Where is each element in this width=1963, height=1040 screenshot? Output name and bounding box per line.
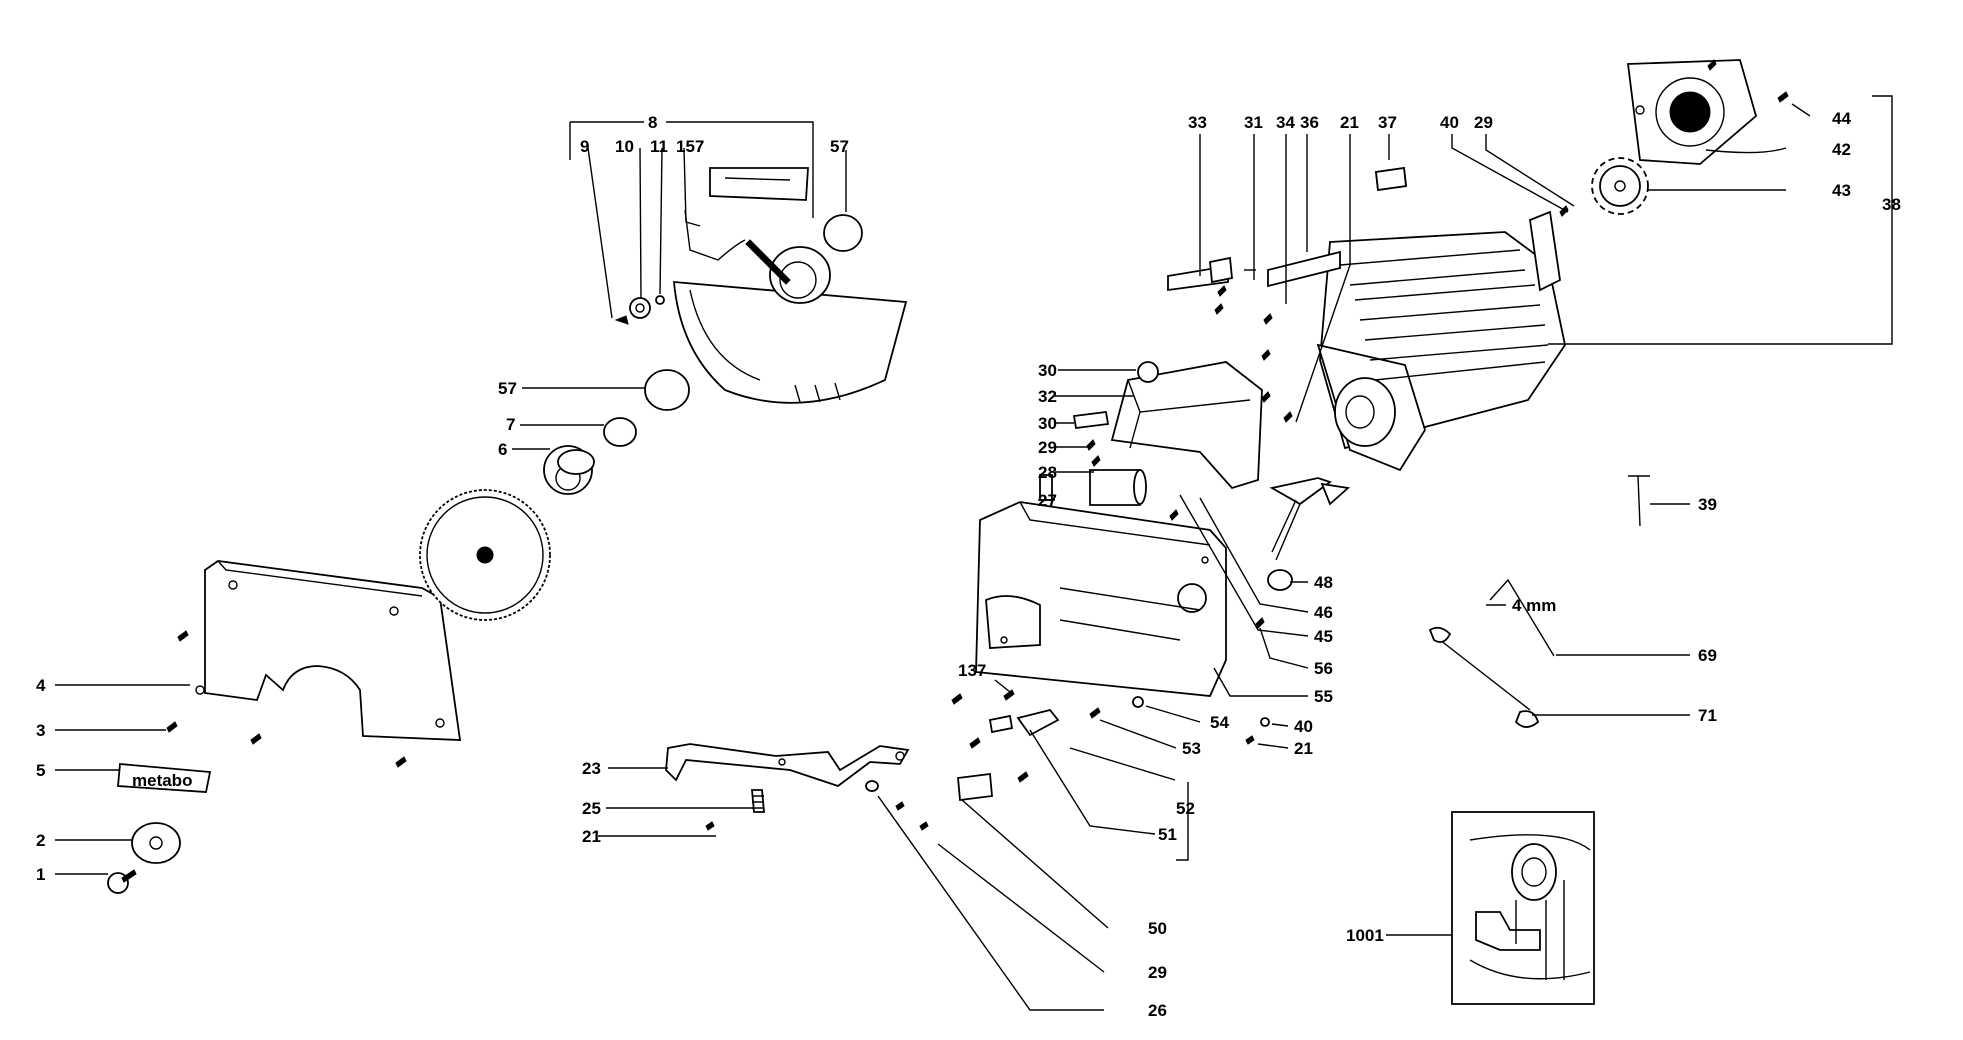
blade-bolt [107,869,137,894]
label-21-top: 21 [1340,113,1359,132]
label-48: 48 [1314,573,1333,592]
label-6: 6 [498,440,507,459]
fan [1591,157,1649,215]
label-40-low: 40 [1294,717,1313,736]
label-137: 137 [958,661,986,680]
label-1001: 1001 [1346,926,1384,945]
label-39: 39 [1698,495,1717,514]
motor [1316,210,1566,472]
label-11: 11 [650,137,668,156]
upper-blade-guard [673,167,908,404]
label-4: 4 [36,676,46,695]
label-57-mid: 57 [498,379,517,398]
lower-blade-guard [195,560,462,741]
label-69: 69 [1698,646,1717,665]
label-56: 56 [1314,659,1333,678]
spring [751,789,765,813]
label-38: 38 [1882,195,1901,214]
label-21-bottom: 21 [582,827,601,846]
label-7: 7 [506,415,515,434]
label-54: 54 [1210,713,1229,732]
cam [865,780,879,792]
label-51: 51 [1158,825,1177,844]
label-55: 55 [1314,687,1333,706]
label-53: 53 [1182,739,1201,758]
leader-lines [55,95,1893,1011]
label-37: 37 [1378,113,1397,132]
label-25: 25 [582,799,601,818]
brand-label: metabo [132,771,192,790]
callout-labels: 8 9 10 11 157 57 57 7 6 4 3 5 2 1 33 31 … [36,109,1901,1020]
label-57-top: 57 [830,137,849,156]
fan-cover [1626,59,1758,165]
label-5: 5 [36,761,45,780]
handle-crank [1267,477,1351,591]
label-44: 44 [1832,109,1851,128]
bottom-center-parts [705,689,1270,831]
label-27: 27 [1038,491,1057,510]
label-23: 23 [582,759,601,778]
label-45: 45 [1314,627,1333,646]
label-21-low: 21 [1294,739,1313,758]
flange-inner [543,445,595,495]
circlip [603,417,637,447]
spacer-ring-upper [823,214,863,252]
label-8: 8 [648,113,657,132]
label-31: 31 [1244,113,1263,132]
lever-arm [665,743,910,788]
label-33: 33 [1188,113,1207,132]
spacer-ring-lower [644,369,690,411]
label-29-top: 29 [1474,113,1493,132]
label-50: 50 [1148,919,1167,938]
label-36: 36 [1300,113,1319,132]
label-43: 43 [1832,181,1851,200]
flange-washer [131,822,181,864]
rip-fence-tool [1628,475,1650,527]
small-parts-9-10-11 [614,295,665,325]
label-29-bottom: 29 [1148,963,1167,982]
label-40-top: 40 [1440,113,1459,132]
diagram-37-plate [1375,166,1407,192]
label-42: 42 [1832,140,1851,159]
label-1: 1 [36,865,45,884]
label-46: 46 [1314,603,1333,622]
label-29-mid: 29 [1038,438,1057,457]
metabo-label-plate: metabo [117,763,212,793]
label-3: 3 [36,721,45,740]
label-30-a: 30 [1038,361,1057,380]
wrench [1428,626,1540,728]
label-26: 26 [1148,1001,1167,1020]
label-28: 28 [1038,463,1057,482]
screws-left [166,630,407,768]
label-10: 10 [615,137,634,156]
label-32: 32 [1038,387,1057,406]
label-2: 2 [36,831,45,850]
switch-box [1072,361,1263,506]
wiring-detail-box [1451,811,1595,1005]
label-34: 34 [1276,113,1295,132]
screws-center [1086,59,1789,629]
label-4mm: 4 mm [1512,596,1556,615]
motor-bracket-housing [975,501,1227,697]
label-30-b: 30 [1038,414,1057,433]
hex-key [1489,578,1555,657]
label-71: 71 [1698,706,1717,725]
label-9: 9 [580,137,589,156]
label-157: 157 [676,137,704,156]
saw-blade [419,489,551,621]
label-52: 52 [1176,799,1195,818]
